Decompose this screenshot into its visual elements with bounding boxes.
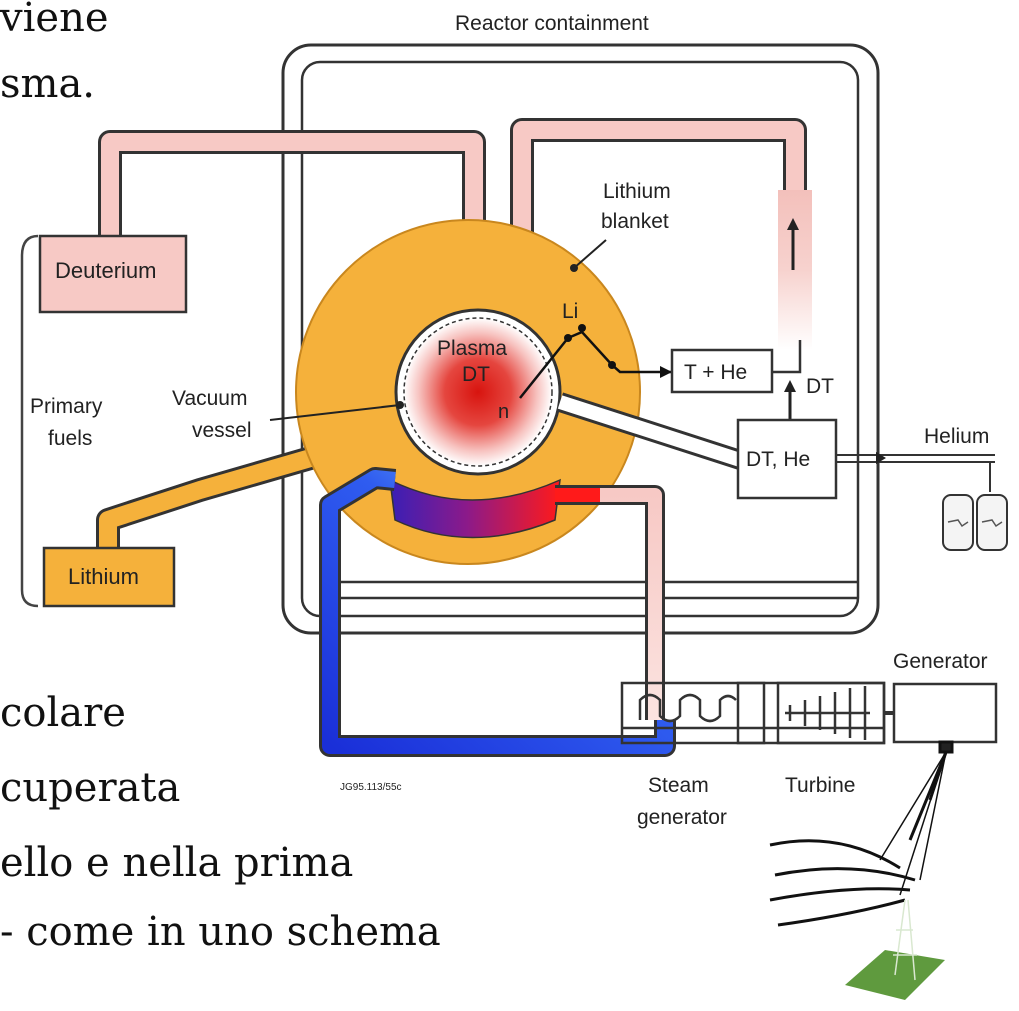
lithium-blanket-leader <box>573 239 607 269</box>
lithium-blanket-label-1: Lithium <box>603 180 671 203</box>
t-he-box <box>670 348 774 394</box>
primary-fuels-label-2: fuels <box>48 427 92 450</box>
plasma-label: Plasma <box>437 337 507 360</box>
dt-he-box <box>736 418 838 500</box>
neutron-reaction-path <box>519 330 672 399</box>
reactor-containment-label: Reactor containment <box>455 12 649 35</box>
neutron-label: n <box>498 401 509 423</box>
generator-label: Generator <box>893 650 988 673</box>
steam-generator-label-2: generator <box>637 806 727 829</box>
t-he-label: T + He <box>684 361 747 384</box>
helium-tanks-icon <box>942 494 1008 551</box>
slide-text-line-6-text: come in uno schema <box>26 909 441 955</box>
slide-text-line-4: cuperata <box>0 765 181 811</box>
reactor-containment-frame <box>281 43 880 635</box>
lithium-blanket-label-2: blanket <box>601 210 669 233</box>
li-label: Li <box>562 300 578 323</box>
plasma <box>403 317 553 467</box>
heat-exchanger <box>389 478 561 539</box>
turbine-label: Turbine <box>785 774 855 797</box>
vacuum-vessel-leader <box>269 404 401 421</box>
power-lines-icon <box>769 740 954 927</box>
pylon-icon <box>893 899 917 981</box>
slide-text-line-3: colare <box>0 690 126 736</box>
up-arrow-icon <box>787 218 799 270</box>
vacuum-vessel-label-1: Vacuum <box>172 387 247 410</box>
lithium-label: Lithium <box>68 564 139 589</box>
lithium-blanket-pointer <box>570 264 578 272</box>
arrow-to-the-icon <box>660 366 672 378</box>
pipe-fade <box>778 190 812 350</box>
reaction-nodes <box>564 324 616 369</box>
helium-arrow-icon <box>876 452 886 464</box>
containment-bottom-lines <box>340 580 858 600</box>
slide-text-line-2: sma. <box>0 61 96 107</box>
t-he-to-loop-line <box>772 340 802 374</box>
plasma-dt-label: DT <box>462 363 490 386</box>
slide-text-line-6: - come in uno schema <box>0 912 441 952</box>
primary-fuels-label-1: Primary <box>30 395 103 418</box>
deuterium-label: Deuterium <box>55 258 156 283</box>
generator-box <box>892 682 998 744</box>
primary-fuels-brace <box>20 234 39 608</box>
dt-up-arrow-icon <box>784 380 796 420</box>
slide-text-line-1: viene <box>0 0 109 41</box>
lithium-box <box>42 546 176 608</box>
dt-label: DT <box>806 375 834 398</box>
steam-generator-label-1: Steam <box>648 774 709 797</box>
vacuum-vessel-label-2: vessel <box>192 419 252 442</box>
vacuum-vessel-pointer <box>396 401 404 409</box>
dt-he-label: DT, He <box>746 448 810 471</box>
deuterium-box <box>38 234 188 314</box>
helium-pipe <box>836 454 995 492</box>
dash-fragment: - <box>0 909 27 955</box>
figure-id: JG95.113/55c <box>340 782 402 793</box>
slide-text-line-5: ello e nella prima <box>0 840 354 886</box>
steam-generator-coil <box>638 693 737 723</box>
turbine-blades <box>785 686 870 740</box>
helium-label: Helium <box>924 425 989 448</box>
